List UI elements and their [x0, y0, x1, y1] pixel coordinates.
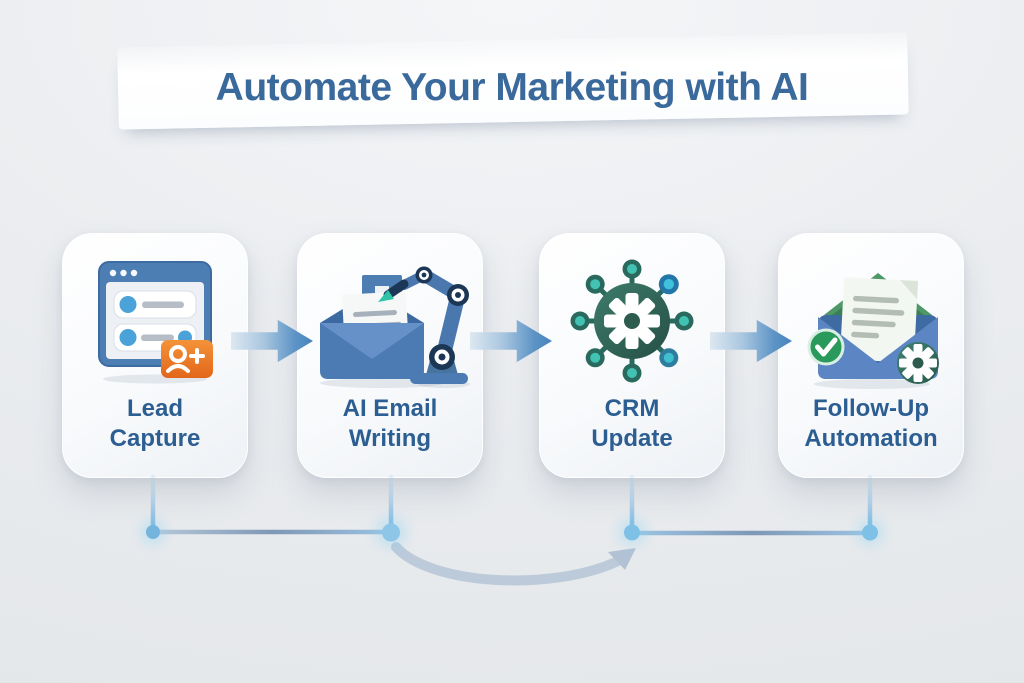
step-label-line1: AI Email — [342, 395, 438, 423]
step-label-line2: Update — [591, 424, 673, 452]
gear-badge-icon — [897, 342, 939, 384]
connector-node-dots — [146, 523, 878, 542]
node-glows — [140, 516, 884, 548]
step-label-line2: Automation — [804, 424, 938, 452]
network-nodes — [570, 259, 694, 383]
connector-stems — [150, 474, 873, 530]
step-label-line2: Writing — [348, 424, 432, 452]
envelope-with-letter-icon — [320, 275, 424, 379]
step-label-ai-email-writing: AI Email Writing — [343, 394, 438, 453]
step-label-line2: Capture — [109, 424, 201, 452]
step-label-line1: CRM — [604, 395, 660, 423]
check-badge-icon — [807, 328, 845, 366]
open-envelope-letter-icon — [818, 273, 938, 379]
step-card-ai-email-writing: AI Email Writing — [297, 233, 483, 478]
robot-arm-icon — [378, 266, 469, 384]
ai-email-writing-icon-wrap — [306, 254, 474, 388]
step-label-line1: Follow-Up — [813, 395, 929, 423]
add-user-badge-icon — [161, 340, 213, 378]
lead-capture-icon-wrap — [89, 254, 221, 388]
step-label-lead-capture: Lead Capture — [110, 394, 201, 453]
curved-arrow-2-3 — [391, 542, 636, 586]
crm-update-icon-wrap — [564, 254, 700, 388]
step-card-lead-capture: Lead Capture — [62, 233, 248, 478]
robot-arm-writing-email-icon — [320, 266, 470, 388]
gear-network-hub-icon — [570, 259, 694, 383]
step-label-crm-update: CRM Update — [591, 394, 672, 453]
follow-up-automation-icon-wrap — [790, 254, 952, 389]
gear-icon — [604, 293, 660, 349]
pen-tip-icon — [378, 290, 394, 302]
signup-form-add-user-icon — [98, 261, 213, 384]
email-check-gear-icon — [807, 273, 939, 389]
page-title: Automate Your Marketing with AI — [215, 66, 809, 109]
step-label-follow-up-automation: Follow-Up Automation — [804, 394, 937, 453]
step-label-line1: Lead — [126, 395, 183, 423]
step-card-crm-update: CRM Update — [539, 233, 725, 478]
step-card-follow-up-automation: Follow-Up Automation — [778, 233, 964, 478]
